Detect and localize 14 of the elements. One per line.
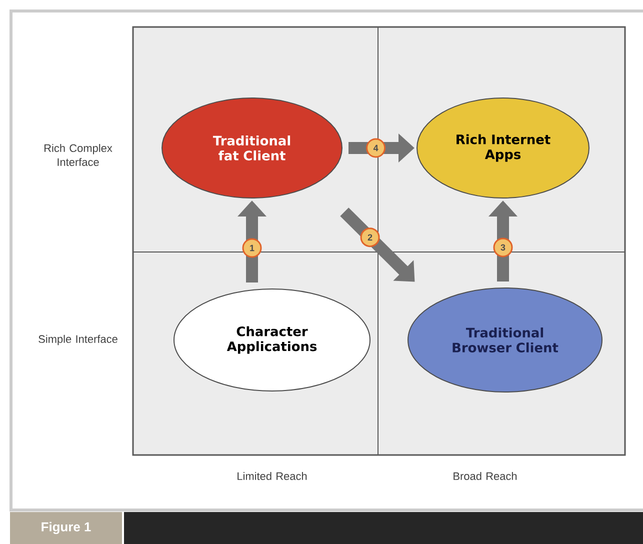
axis-label: Rich Complex Interface xyxy=(44,144,112,166)
oval: Rich Internet Apps xyxy=(416,98,590,198)
axis-label: Broad Reach xyxy=(454,472,517,480)
axis-label: Limited Reach xyxy=(238,472,307,480)
axis-label: Simple Interface xyxy=(38,334,118,346)
block-arrow xyxy=(340,208,415,282)
step-number: 4 xyxy=(366,138,386,158)
oval: Traditional Browser Client xyxy=(408,288,602,392)
oval: Traditional fat Client xyxy=(162,98,342,198)
step-number: 2 xyxy=(360,228,380,248)
caption-band: Figure 1 xyxy=(10,512,643,544)
step-number: 3 xyxy=(493,238,513,258)
step-number: 1 xyxy=(242,238,262,258)
oval: Character Applications xyxy=(174,288,370,392)
